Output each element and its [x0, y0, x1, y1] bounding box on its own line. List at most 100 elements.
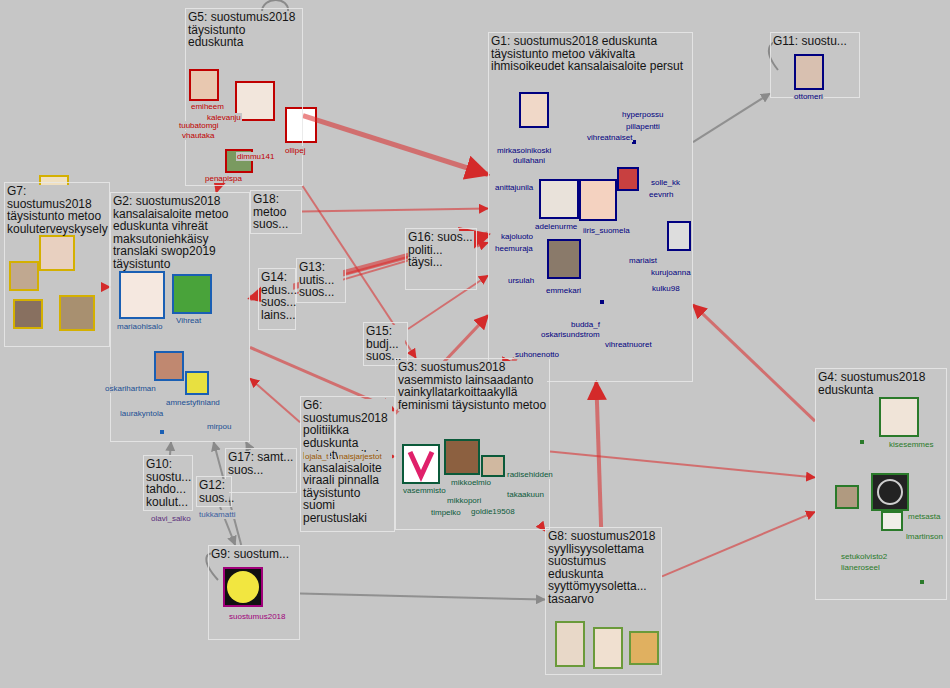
avatar [155, 352, 183, 380]
group-heading: G5: suostumus2018 täysistunto eduskunta [188, 11, 300, 49]
group-heading: G15: budj... suos... [366, 325, 405, 363]
group-heading: G11: suostu... [773, 35, 857, 48]
vertex-label: tuubatomgi [178, 121, 220, 130]
group-box: G11: suostu... [770, 32, 860, 98]
vertex-label: mirkasoinikoski [496, 146, 552, 155]
vertex-label: ojala_t [304, 452, 330, 461]
vertex-label: vasemmisto [402, 486, 447, 495]
vertex-label: ursulah [507, 276, 535, 285]
avatar [190, 70, 218, 100]
avatar [548, 240, 580, 278]
group-heading: G9: suostum... [211, 548, 297, 561]
vertex-label: heemuraja [494, 244, 534, 253]
group-edge [693, 94, 770, 143]
avatar [224, 568, 262, 606]
vertex-label: hyperpossu [621, 110, 664, 119]
avatar [795, 55, 823, 89]
group-box: G15: budj... suos... [363, 322, 408, 366]
avatar [880, 398, 918, 436]
avatar [540, 180, 578, 218]
vertex-label: mariaohisalo [116, 322, 163, 331]
group-edge [596, 382, 601, 527]
group-heading: G16: suos... politi... täysi... [408, 231, 474, 269]
vertex-label: olavi_salko [150, 514, 192, 523]
group-box: G13: uutis... suos... [296, 258, 346, 303]
group-box: G16: suos... politi... täysi... [405, 228, 477, 290]
logo-mark [227, 571, 259, 603]
vertex-label: radisehidden [506, 470, 554, 479]
vertex-label: budda_f [570, 320, 601, 329]
vertex-label: timpelko [430, 508, 462, 517]
vertex-label: mariaist [628, 256, 658, 265]
group-heading: G18: metoo suos... [253, 193, 299, 231]
group-heading: G3: suostumus2018 vasemmisto lainsaadant… [398, 361, 547, 411]
group-box: G6: suostumus2018 politiikka eduskunta n… [300, 396, 395, 532]
avatar [173, 275, 211, 313]
vertex-label: tukkamatti [198, 510, 236, 519]
avatar [630, 632, 658, 664]
avatar [836, 486, 858, 508]
vertex-label: kisesemmes [888, 440, 934, 449]
group-edge [170, 442, 171, 455]
group-heading: G1: suostumus2018 eduskunta täysistunto … [491, 35, 690, 73]
self-loops [206, 0, 790, 580]
avatar [580, 180, 616, 220]
vertex-label: vihreatnaiset [586, 133, 633, 142]
group-box: G17: samt... suos... [225, 448, 297, 493]
group-edge [250, 378, 300, 422]
vertex-label: dimmu141 [236, 152, 275, 161]
vertex-label: ollipej [284, 146, 306, 155]
vertex-label: emiheem [190, 102, 225, 111]
avatar [520, 93, 548, 127]
vertex-label: lianeroseel [840, 563, 881, 572]
avatar [14, 300, 42, 328]
avatar [445, 440, 479, 474]
group-heading: G12: suos... [199, 479, 229, 504]
group-heading: G10: suostu... tahdo... koulut... [146, 458, 190, 508]
group-box: G12: suos... [196, 476, 232, 507]
avatar [556, 622, 584, 666]
vertex [860, 440, 864, 444]
group-heading: G4: suostumus2018 eduskunta [818, 371, 944, 396]
vertex-label: solle_kk [650, 178, 681, 187]
vertex-label: takaakuun [506, 490, 545, 499]
atheist-logo [878, 480, 902, 504]
group-box: G7: suostumus2018 täysistunto metoo koul… [4, 182, 110, 347]
vertex-label: pillapentti [625, 122, 661, 131]
vertex-label: ottomeri [793, 92, 824, 101]
vertex-label: setukolvisto2 [840, 552, 888, 561]
group-box: G14: edus... suos... lains... [258, 268, 296, 330]
vertex-label: oskarisundstrom [540, 330, 601, 339]
vertex-label: Vihreat [175, 316, 202, 325]
vertex-label: goldie19508 [470, 507, 516, 516]
vertex-label: kajoluoto [500, 232, 534, 241]
vertex-label: mikkopori [446, 496, 482, 505]
group-box: G8: suostumus2018 syyllisyysolettama suo… [545, 527, 662, 675]
group-heading: G2: suostumus2018 kansalaisaloite metoo … [113, 195, 247, 270]
group-box: G4: suostumus2018 eduskunta [815, 368, 947, 600]
avatar [120, 272, 164, 318]
group-heading: G7: suostumus2018 täysistunto metoo koul… [7, 185, 107, 235]
avatar [872, 474, 908, 510]
group-edge [550, 452, 815, 478]
avatar [40, 236, 74, 270]
vertex-label: vhautaka [181, 131, 215, 140]
group-edge [300, 594, 545, 600]
vertex-label: eevnrh [648, 190, 674, 199]
vertex-label: emmekari [545, 286, 582, 295]
group-heading: G14: edus... suos... lains... [261, 271, 293, 321]
avatar [186, 372, 208, 394]
group-edge [662, 512, 815, 577]
vertex-label: laurakyntola [119, 409, 164, 418]
vertex-label: kulku98 [651, 284, 681, 293]
logo-mark [410, 452, 432, 476]
group-box: G18: metoo suos... [250, 190, 302, 234]
avatar [482, 456, 504, 476]
group-heading: G17: samt... suos... [228, 451, 294, 476]
vertex-label: dullahani [512, 156, 546, 165]
group-edge [693, 305, 815, 421]
group-heading: G13: uutis... suos... [299, 261, 343, 299]
group-edge [302, 209, 488, 212]
